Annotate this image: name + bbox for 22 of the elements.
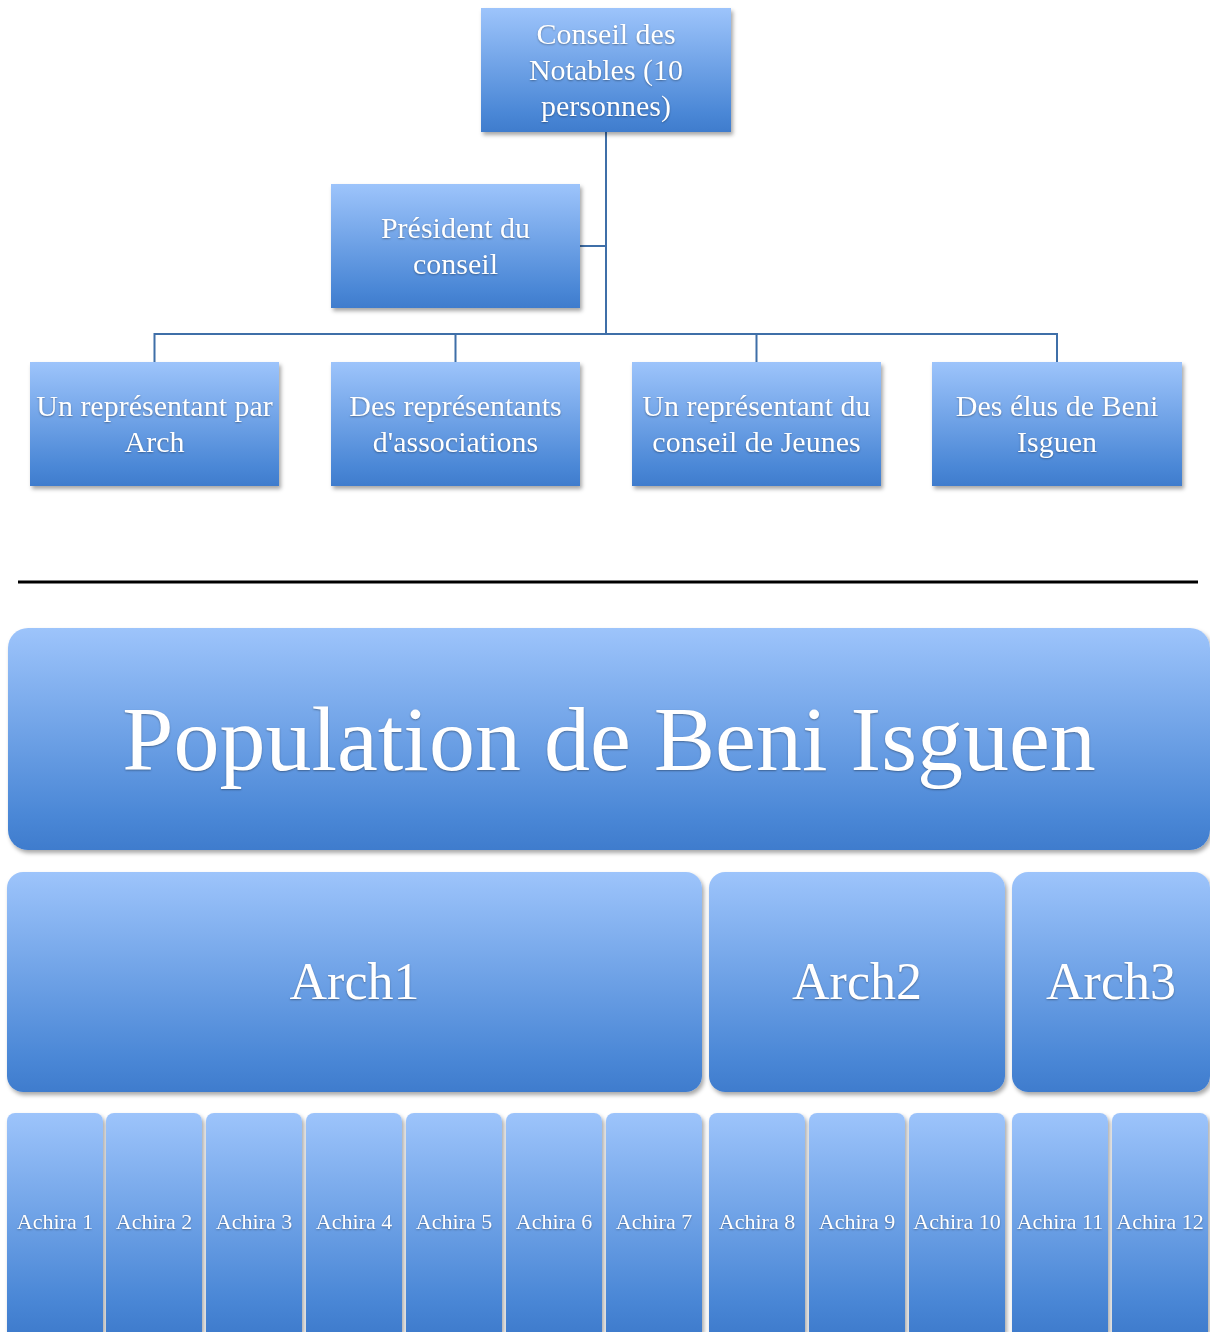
org-box: Des élus de Beni Isguen <box>932 362 1182 486</box>
achira-column: Achira 8 <box>709 1113 805 1332</box>
achira-column: Achira 10 <box>909 1113 1005 1332</box>
org-box: Conseil des Notables (10 personnes) <box>481 8 731 132</box>
achira-column: Achira 1 <box>7 1113 103 1332</box>
org-box: Un représentant par Arch <box>30 362 279 486</box>
achira-column: Achira 5 <box>406 1113 502 1332</box>
population-band: Population de Beni Isguen <box>8 628 1210 850</box>
arch-band: Arch2 <box>709 872 1005 1092</box>
arch-band: Arch3 <box>1012 872 1210 1092</box>
achira-column: Achira 4 <box>306 1113 402 1332</box>
achira-column: Achira 11 <box>1012 1113 1108 1332</box>
achira-column: Achira 3 <box>206 1113 302 1332</box>
arch-band: Arch1 <box>7 872 702 1092</box>
achira-column: Achira 9 <box>809 1113 905 1332</box>
org-box: Des représentants d'associations <box>331 362 580 486</box>
org-box: Président du conseil <box>331 184 580 308</box>
achira-column: Achira 12 <box>1112 1113 1208 1332</box>
achira-column: Achira 6 <box>506 1113 602 1332</box>
achira-column: Achira 7 <box>606 1113 702 1332</box>
org-box: Un représentant du conseil de Jeunes <box>632 362 881 486</box>
achira-column: Achira 2 <box>106 1113 202 1332</box>
